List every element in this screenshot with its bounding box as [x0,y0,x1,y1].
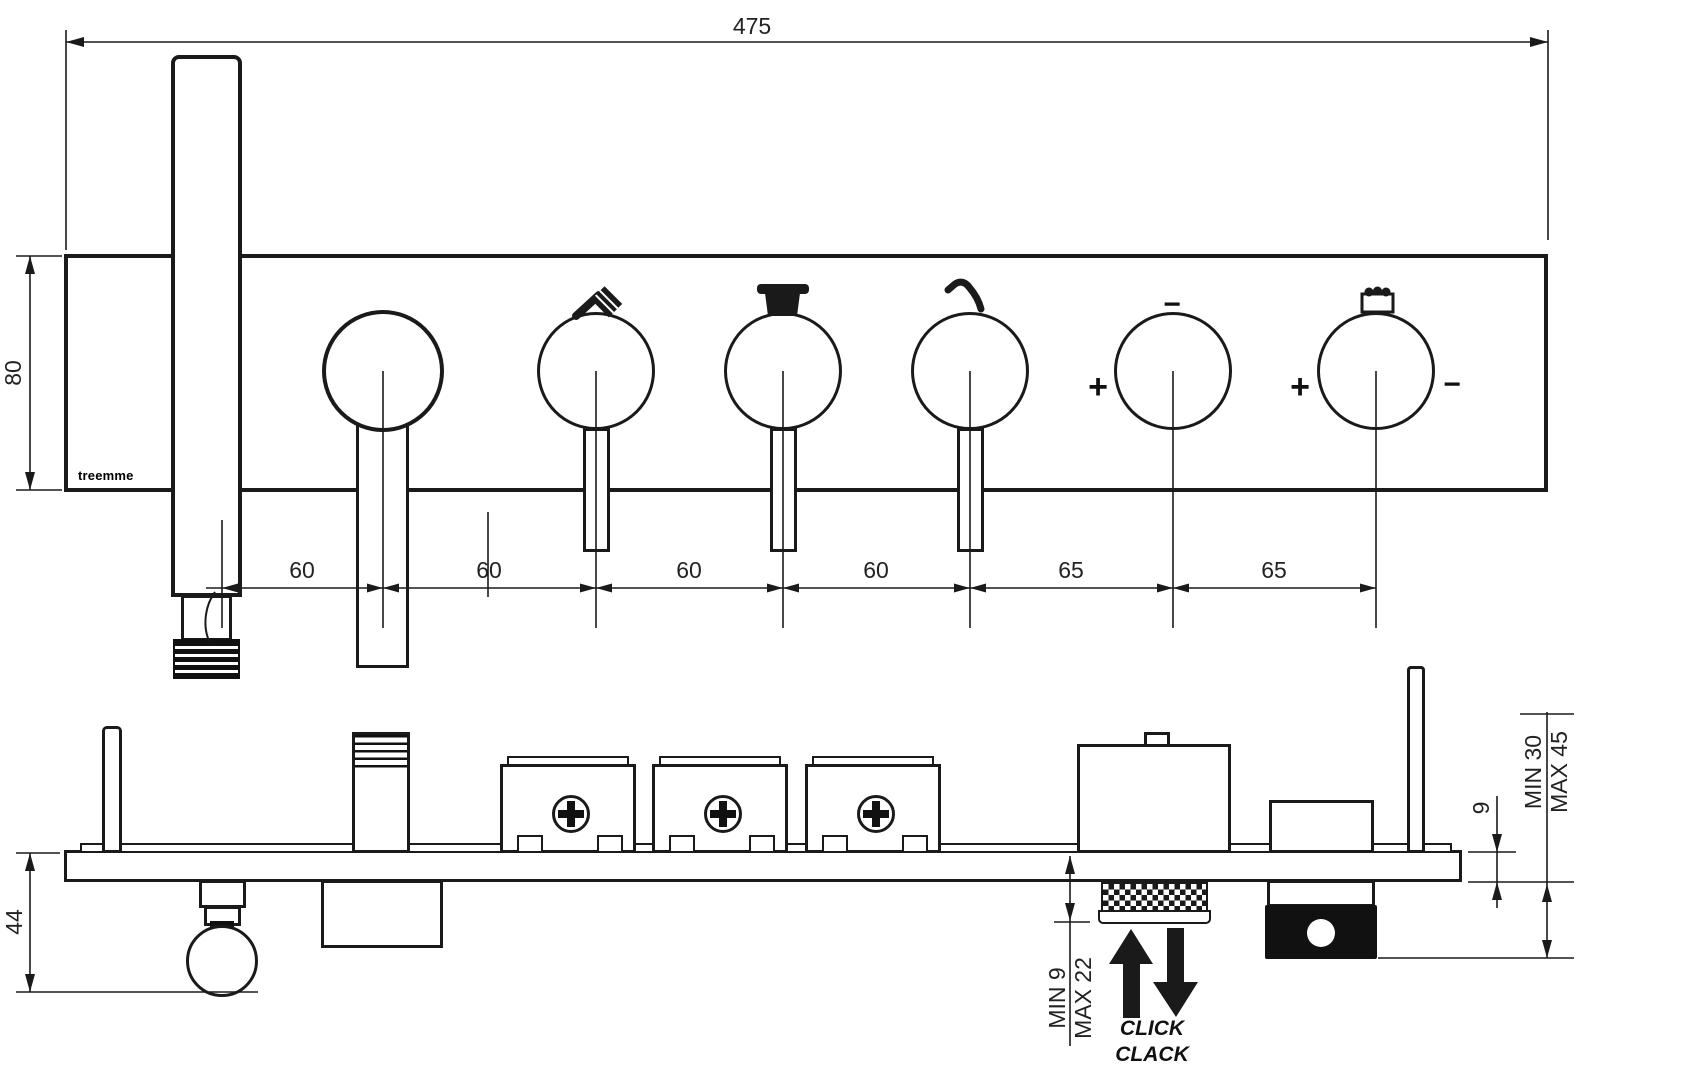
brand-logo: treemme [78,468,134,483]
holder-base [199,880,246,908]
arrow-down-icon [1153,928,1198,1017]
screw-icon [857,795,895,833]
knob2-stem [583,428,610,552]
valve-box2-foot-left [669,835,695,853]
dim-spacing-1: 60 [289,557,315,583]
knob6-minus-label: − [1443,368,1461,401]
depth-max: MAX 45 [1546,731,1572,813]
holder-ball-joint [186,925,258,997]
knurled-adjuster-band [1098,910,1211,924]
valve-box2-foot-right [749,835,775,853]
knob1-mixer [322,310,444,432]
valve-box3-foot-left [822,835,848,853]
dim-spacing-3: 60 [676,557,702,583]
valve-box1 [500,764,636,853]
handshower-neck [181,595,232,641]
holder-collar [210,921,234,927]
valve-box3-foot-right [902,835,928,853]
knob4-valve [911,312,1029,430]
mixer-lever-handle [356,398,409,668]
plate-side-view [64,850,1462,882]
knob3-valve [724,312,842,430]
handshower-inlet-boss [352,732,410,853]
knurled-adjuster [1101,882,1208,912]
right-fixing-pin [1407,666,1425,853]
protrusion-min: MIN 9 [1044,967,1070,1029]
drain-block [1265,905,1377,959]
valve-box2 [652,764,788,853]
click-text: CLICK [1119,1017,1185,1040]
drain-neck [1267,880,1375,907]
knob5-thermostat [1114,312,1232,430]
handshower-handle [171,55,242,597]
dim-height-label: 80 [0,360,26,386]
dim-width-label: 475 [732,13,772,39]
screw-icon [552,795,590,833]
knob5-minus-label: − [1163,288,1181,321]
valve-box3 [805,764,941,853]
knob6-thermostat [1317,312,1435,430]
click-clack-label: CLICK CLACK [1092,1016,1212,1068]
mixer-housing-below [321,880,443,948]
clack-text: CLACK [1115,1043,1189,1066]
dim-9-label: 9 [1468,801,1494,815]
valve-box1-foot-right [597,835,623,853]
knob6-plus-label: + [1290,368,1310,406]
dim-protrusion-label: MIN 9 MAX 22 [1044,943,1096,1053]
knob3-stem [770,428,797,552]
knob4-stem [957,428,984,552]
boss-thread [355,735,407,768]
dim-44-label: 44 [1,909,27,935]
arrow-up-icon [1109,929,1153,1018]
knob5-plus-label: + [1088,368,1108,406]
screw-icon [704,795,742,833]
dim-spacing-6: 65 [1261,557,1287,583]
dim-spacing-4: 60 [863,557,889,583]
knob2-valve [537,312,655,430]
handshower-thread [173,639,240,679]
drain-hole [1307,919,1335,947]
valve-box1-foot-left [517,835,543,853]
dim-width-475 [65,30,1549,250]
dim-depth-label: MIN 30 MAX 45 [1520,712,1572,832]
diverter-body [1269,800,1374,853]
dim-spacing-5: 65 [1058,557,1084,583]
thermostat-cartridge [1077,744,1231,853]
depth-min: MIN 30 [1520,734,1546,810]
left-fixing-pin [102,726,122,853]
dim-spacing-2: 60 [476,557,502,583]
